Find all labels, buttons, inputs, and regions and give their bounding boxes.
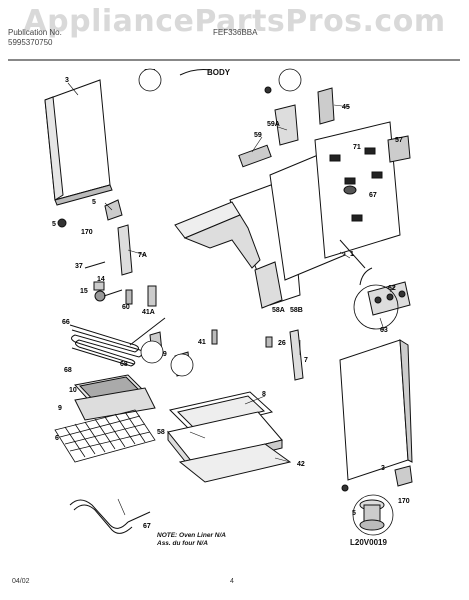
svg-text:60: 60 bbox=[122, 304, 130, 311]
svg-text:45: 45 bbox=[342, 104, 350, 111]
part-14 bbox=[93, 281, 105, 291]
svg-text:10: 10 bbox=[69, 387, 77, 394]
svg-text:3: 3 bbox=[65, 77, 69, 84]
svg-text:68: 68 bbox=[64, 367, 72, 374]
bracket-7 bbox=[289, 329, 304, 381]
svg-text:67: 67 bbox=[369, 192, 377, 199]
svg-text:9: 9 bbox=[58, 405, 62, 412]
svg-text:170: 170 bbox=[398, 498, 410, 505]
svg-text:5: 5 bbox=[352, 510, 356, 517]
side-panel-left bbox=[44, 79, 113, 206]
publication-label: Publication No. bbox=[8, 28, 62, 37]
back-panel bbox=[269, 121, 411, 281]
svg-text:41A: 41A bbox=[142, 309, 155, 316]
svg-text:26: 26 bbox=[278, 340, 286, 347]
svg-text:1: 1 bbox=[350, 251, 354, 258]
footer-page: 4 bbox=[230, 578, 234, 585]
oven-bottom-panels bbox=[167, 391, 292, 483]
svg-text:5: 5 bbox=[52, 221, 56, 228]
leader-lines bbox=[67, 82, 396, 516]
svg-text:71: 71 bbox=[353, 144, 361, 151]
note-line-2: Ass. du four N/A bbox=[157, 540, 208, 547]
svg-text:59: 59 bbox=[254, 132, 262, 139]
svg-text:37: 37 bbox=[75, 263, 83, 270]
bracket-170-left bbox=[104, 199, 123, 221]
svg-text:170: 170 bbox=[81, 229, 93, 236]
terminal-block bbox=[359, 267, 411, 316]
screw-37 bbox=[84, 261, 106, 269]
callout-5 bbox=[352, 494, 394, 536]
screw-3-right bbox=[341, 484, 349, 492]
svg-text:5: 5 bbox=[92, 199, 96, 206]
svg-text:58: 58 bbox=[157, 429, 165, 436]
svg-text:7A: 7A bbox=[138, 252, 147, 259]
svg-text:15: 15 bbox=[80, 288, 88, 295]
svg-text:3: 3 bbox=[381, 465, 385, 472]
callout-terminal bbox=[353, 284, 399, 330]
svg-text:58A: 58A bbox=[272, 307, 285, 314]
part-41 bbox=[211, 329, 218, 345]
part-26 bbox=[265, 336, 273, 348]
svg-text:67: 67 bbox=[143, 523, 151, 530]
screw-5-left bbox=[57, 218, 67, 228]
callout-30a bbox=[138, 68, 162, 92]
callout-21 bbox=[170, 353, 194, 377]
svg-text:58B: 58B bbox=[290, 307, 303, 314]
publication-number: 5995370750 bbox=[8, 38, 53, 47]
model-number: FEF336BBA bbox=[213, 28, 258, 37]
svg-text:63: 63 bbox=[380, 327, 388, 334]
screw-30 bbox=[264, 86, 272, 94]
bracket-59a bbox=[274, 104, 299, 146]
note: NOTE: Oven Liner N/A Ass. du four N/A bbox=[157, 532, 226, 548]
svg-text:7: 7 bbox=[304, 357, 308, 364]
broiler-pan bbox=[74, 374, 156, 421]
bracket-170-right bbox=[394, 465, 413, 487]
side-panel-right bbox=[339, 339, 413, 481]
note-line-1: NOTE: Oven Liner N/A bbox=[157, 532, 226, 539]
svg-text:57: 57 bbox=[395, 137, 403, 144]
svg-text:8: 8 bbox=[262, 391, 266, 398]
svg-text:59A: 59A bbox=[267, 121, 280, 128]
footer-date: 04/02 bbox=[12, 578, 30, 585]
svg-text:6: 6 bbox=[55, 435, 59, 442]
part-41a bbox=[147, 285, 157, 307]
callout-30 bbox=[278, 68, 302, 92]
leveling-leg bbox=[359, 499, 385, 531]
svg-text:42: 42 bbox=[297, 461, 305, 468]
broil-element bbox=[69, 499, 151, 534]
callout-circles bbox=[138, 68, 399, 536]
svg-text:62: 62 bbox=[388, 285, 396, 292]
bracket-7a bbox=[117, 224, 133, 276]
bracket-59 bbox=[238, 144, 272, 168]
part-60 bbox=[125, 289, 133, 305]
part-45 bbox=[317, 87, 335, 125]
part-15 bbox=[94, 290, 106, 302]
svg-text:66: 66 bbox=[62, 319, 70, 326]
oven-rack bbox=[54, 409, 156, 463]
svg-text:68: 68 bbox=[120, 361, 128, 368]
label-57 bbox=[387, 135, 411, 163]
diagram-code: L20V0019 bbox=[350, 538, 387, 547]
svg-text:41: 41 bbox=[198, 339, 206, 346]
svg-text:14: 14 bbox=[97, 276, 105, 283]
callout-29 bbox=[140, 340, 164, 364]
diagram-title: BODY bbox=[207, 68, 231, 77]
